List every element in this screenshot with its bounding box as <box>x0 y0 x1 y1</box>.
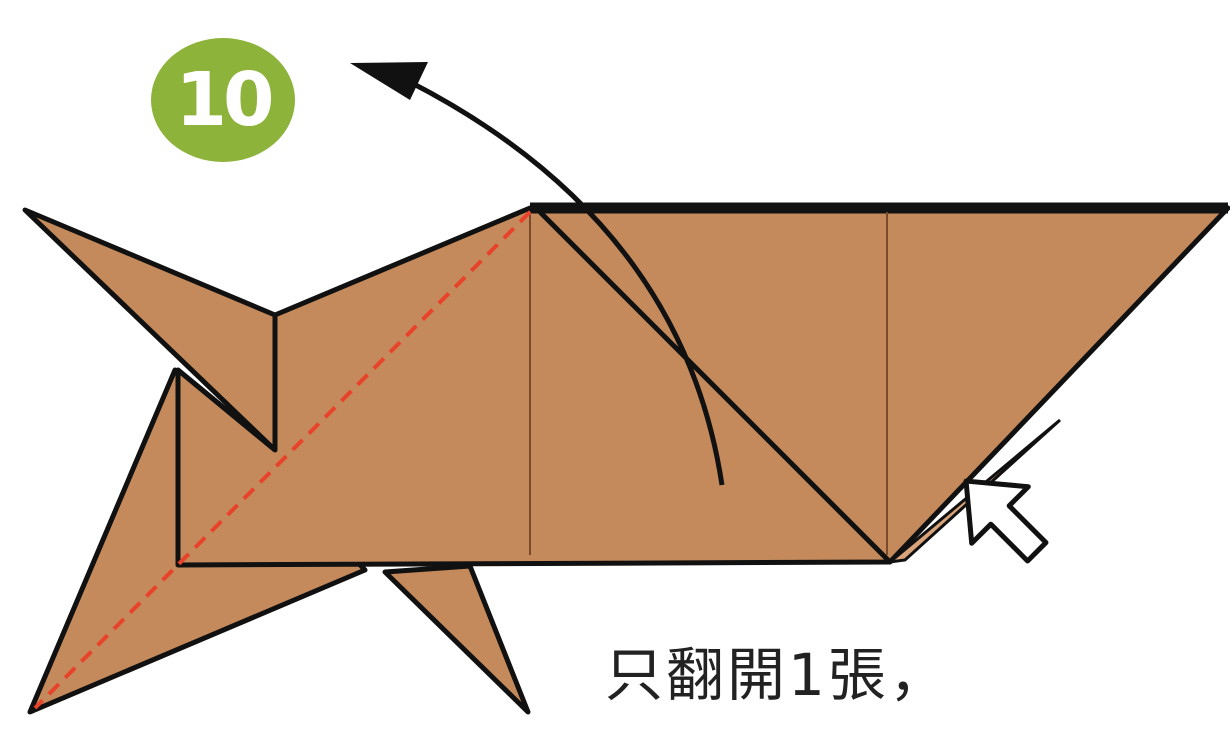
fold-guide-line <box>33 210 532 710</box>
lower-right-fin <box>382 563 531 715</box>
diagonal-fold-edge <box>538 210 892 564</box>
body-panel <box>175 205 1230 568</box>
instruction-text: 只翻開1張， <box>605 641 950 709</box>
hollow-arrow-icon <box>963 478 1049 564</box>
upper-tail-fin <box>22 207 278 453</box>
step-number: 10 <box>175 57 275 143</box>
curved-arrow-icon <box>408 79 725 486</box>
step-number-badge: 10 <box>151 38 295 162</box>
curved-arrow-head <box>350 62 428 100</box>
tail-inner-edge <box>176 368 277 452</box>
